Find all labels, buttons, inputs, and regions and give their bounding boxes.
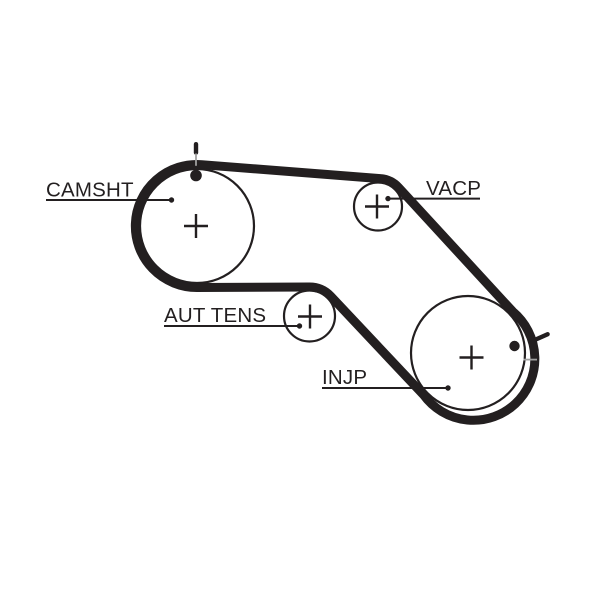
- tensioner-leader-dot: [296, 323, 303, 329]
- vacuum-pump-pulley: [352, 181, 404, 232]
- tensioner-label: AUT TENS: [164, 304, 266, 327]
- camshaft-center-cross-icon: [184, 214, 208, 238]
- vacuum-pump-center-cross-icon: [365, 194, 389, 219]
- camshaft-label: CAMSHT: [46, 179, 134, 202]
- injection-pump-center-cross-icon: [459, 345, 484, 370]
- camshaft-timing-dot: [190, 169, 202, 182]
- camshaft-pulley: [138, 167, 256, 285]
- injection-pump-label: INJP: [322, 366, 367, 389]
- vacuum-pump-leader-dot: [385, 195, 391, 202]
- tensioner-center-cross-icon: [298, 304, 322, 329]
- injection-pump-timing-tick: [533, 332, 550, 342]
- vacuum-pump-label: VACP: [426, 177, 481, 200]
- injection-pump-leader-dot: [445, 385, 451, 391]
- tensioner-pulley: [282, 289, 337, 343]
- injection-pump-timing-dot: [509, 340, 520, 352]
- injection-pump-pulley: [409, 294, 527, 412]
- camshaft-leader-dot: [168, 197, 175, 203]
- timing-belt: [130, 160, 540, 425]
